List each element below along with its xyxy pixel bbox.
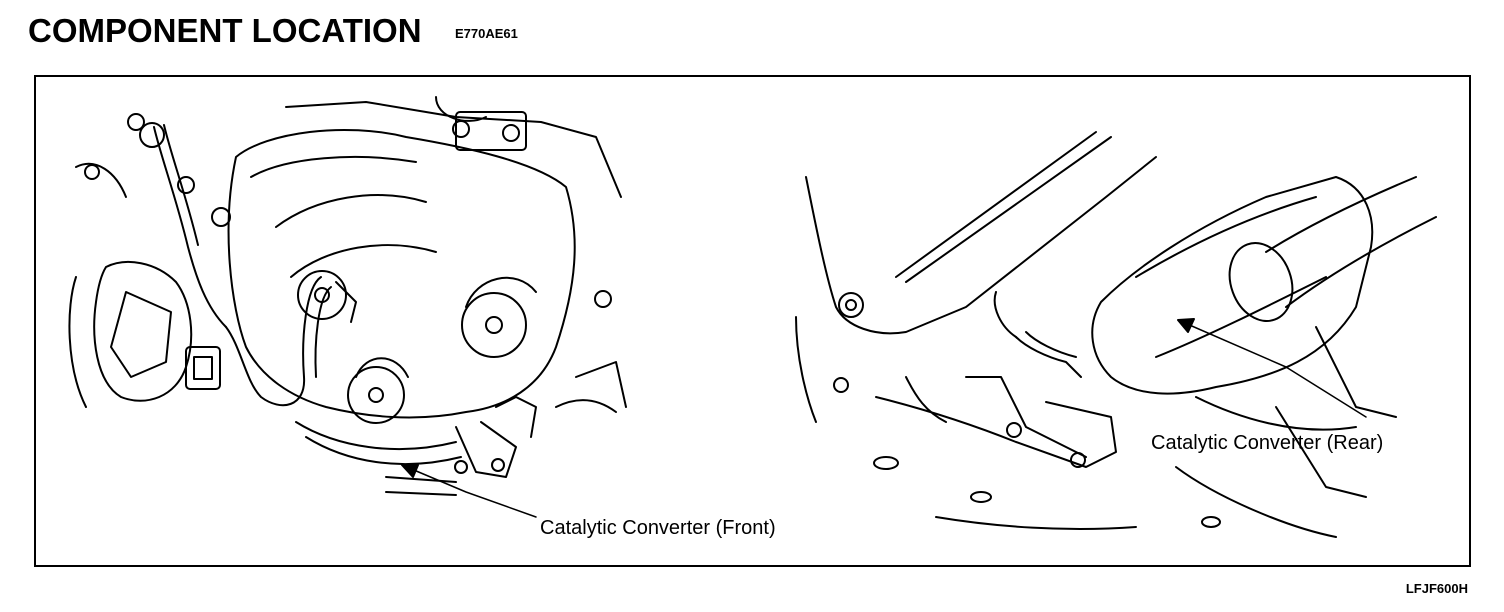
section-code: E770AE61 [455, 26, 518, 41]
engine-illustration [68, 96, 1437, 538]
front-converter-drawing [68, 96, 627, 518]
figure-code: LFJF600H [1405, 581, 1468, 596]
label-front-converter: Catalytic Converter (Front) [540, 517, 776, 539]
label-rear-converter: Catalytic Converter (Rear) [1151, 432, 1384, 454]
illustration-frame: Catalytic Converter (Front) Catalytic Co… [34, 75, 1471, 567]
rear-converter-drawing [795, 131, 1437, 538]
page-title: COMPONENT LOCATION [28, 12, 422, 49]
